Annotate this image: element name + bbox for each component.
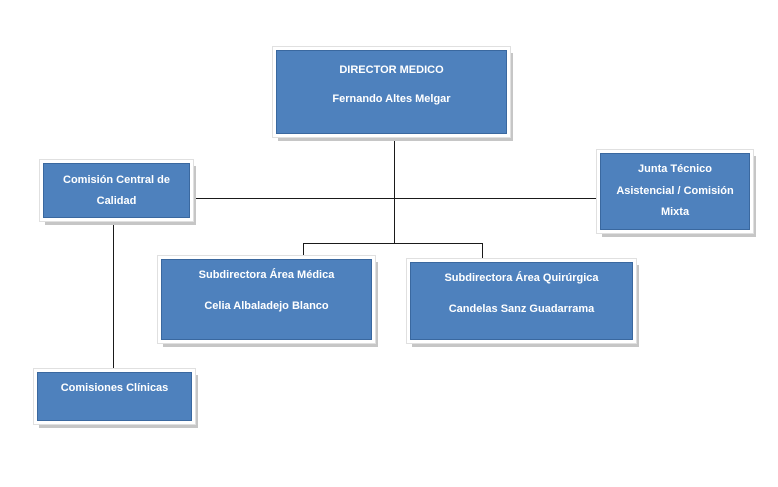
- connector-director-vertical: [394, 134, 395, 244]
- org-node-director[interactable]: DIRECTOR MEDICO Fernando Altes Melgar: [276, 50, 507, 134]
- node-title: Subdirectora Área Quirúrgica: [444, 272, 599, 284]
- org-node-comisiones-clinicas[interactable]: Comisiones Clínicas: [37, 372, 192, 421]
- node-person-name: Celia Albaladejo Blanco: [204, 300, 329, 312]
- node-title: DIRECTOR MEDICO: [339, 64, 444, 76]
- connector-drop-quirurgica: [482, 243, 483, 263]
- node-title: Junta Técnico Asistencial / Comisión Mix…: [616, 163, 734, 219]
- connector-t-horizontal: [303, 243, 483, 244]
- node-title: Subdirectora Área Médica: [198, 269, 335, 281]
- org-node-comision-central[interactable]: Comisión Central de Calidad: [43, 163, 190, 218]
- org-node-junta-tecnico[interactable]: Junta Técnico Asistencial / Comisión Mix…: [600, 153, 750, 230]
- connector-horizontal-comision-junta: [190, 198, 600, 199]
- node-title: Comisión Central de Calidad: [63, 174, 170, 207]
- connector-comision-clinicas-vertical: [113, 218, 114, 372]
- node-person-name: Candelas Sanz Guadarrama: [448, 303, 595, 315]
- connector-drop-medica: [303, 243, 304, 260]
- org-node-subdirectora-quirurgica[interactable]: Subdirectora Área Quirúrgica Candelas Sa…: [410, 262, 633, 340]
- node-person-name: Fernando Altes Melgar: [332, 93, 451, 105]
- node-title: Comisiones Clínicas: [60, 382, 169, 394]
- org-node-subdirectora-medica[interactable]: Subdirectora Área Médica Celia Albaladej…: [161, 259, 372, 340]
